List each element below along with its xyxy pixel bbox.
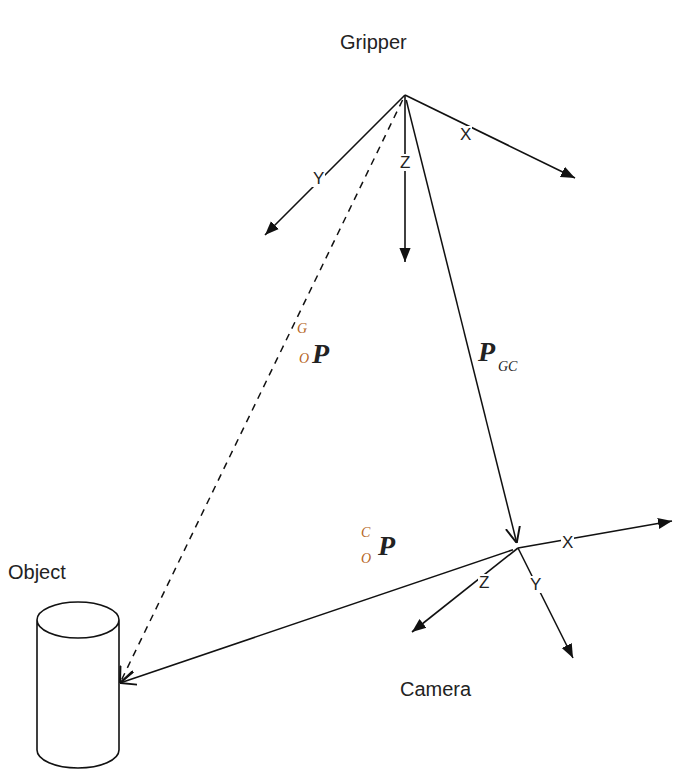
camera-y-axis bbox=[518, 548, 573, 658]
camera-z-axis bbox=[412, 548, 518, 632]
axis-label: Z bbox=[399, 154, 411, 171]
frame-origin: Gripper bbox=[400, 90, 410, 100]
axis-label: Y bbox=[312, 170, 325, 187]
vector-script: GC bbox=[498, 360, 517, 374]
gripper-x-axis bbox=[405, 95, 575, 178]
axis-label: Z bbox=[478, 574, 490, 591]
axis-label: Y bbox=[529, 576, 542, 593]
object-cylinder: Object bbox=[36, 600, 120, 770]
camera-x-axis bbox=[518, 521, 672, 548]
vector-script: C bbox=[361, 526, 370, 540]
vector-arrow bbox=[406, 100, 517, 543]
vector-arrow bbox=[120, 100, 403, 683]
axis-label: X bbox=[561, 534, 574, 551]
gripper-y-axis bbox=[265, 95, 405, 235]
vector-arrow bbox=[120, 550, 513, 683]
vector-script: O bbox=[299, 352, 309, 366]
axis-label: X bbox=[459, 126, 472, 143]
gripper-z-axis bbox=[404, 95, 406, 262]
node-title: Camera bbox=[400, 679, 471, 699]
vector-label: P bbox=[478, 338, 495, 366]
node-title: Gripper bbox=[340, 32, 407, 52]
vector-label: P bbox=[378, 532, 395, 560]
frame-origin: Camera bbox=[513, 543, 523, 553]
vector-script: G bbox=[297, 322, 307, 336]
node-title: Object bbox=[8, 562, 66, 582]
cylinder-outline bbox=[36, 600, 120, 770]
vector-label: P bbox=[312, 340, 329, 368]
vector-script: O bbox=[361, 552, 371, 566]
